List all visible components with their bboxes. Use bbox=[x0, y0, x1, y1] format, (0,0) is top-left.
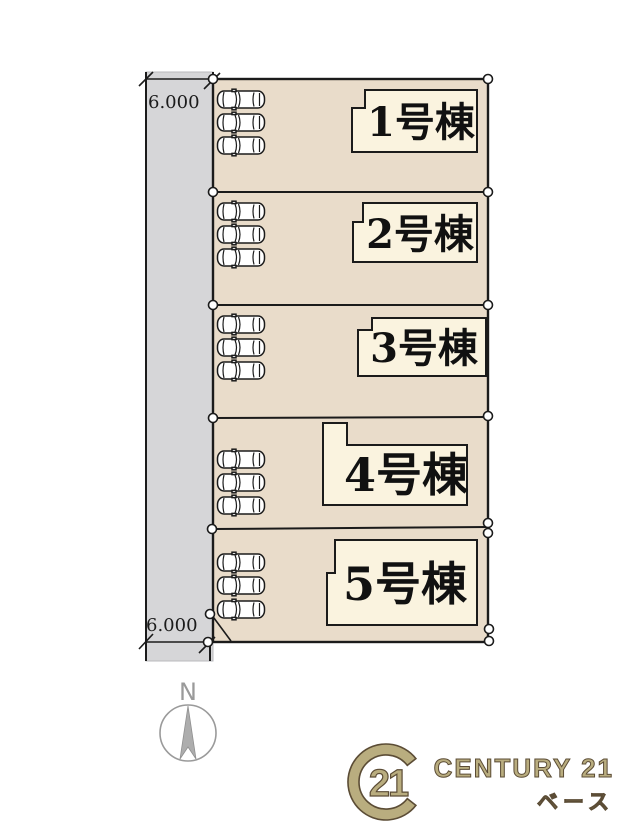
car-icon bbox=[216, 551, 266, 574]
dimension-tick bbox=[138, 633, 154, 650]
car-icon bbox=[216, 246, 266, 269]
lot-label-4: 4号棟 bbox=[344, 448, 469, 502]
car-icon bbox=[216, 134, 266, 157]
lot-divider-4-5 bbox=[212, 526, 489, 530]
road-width-bottom-label: 6.000 bbox=[146, 615, 198, 636]
lot-label-2: 2号棟 bbox=[366, 211, 475, 258]
boundary-jog-line bbox=[210, 613, 232, 642]
compass-north-label: N bbox=[179, 678, 197, 706]
car-icon bbox=[216, 448, 266, 471]
car-icon bbox=[216, 88, 266, 111]
car-icon bbox=[216, 200, 266, 223]
car-icon bbox=[216, 598, 266, 621]
car-icon bbox=[216, 494, 266, 517]
car-icon bbox=[216, 336, 266, 359]
car-icon bbox=[216, 574, 266, 597]
compass-ring-icon bbox=[159, 704, 217, 762]
building-outline-2 bbox=[352, 202, 478, 263]
building-outline-3 bbox=[357, 317, 487, 377]
compass-needle-icon bbox=[179, 705, 197, 760]
century21-seal-icon: 21 bbox=[347, 743, 418, 821]
car-icon bbox=[216, 111, 266, 134]
lot-label-1: 1号棟 bbox=[367, 99, 476, 146]
lot-divider-3-4 bbox=[212, 416, 489, 419]
seal-number: 21 bbox=[369, 763, 409, 805]
brand-office-name: ベース bbox=[537, 791, 614, 815]
building-outline-5 bbox=[326, 539, 478, 626]
lot-label-3: 3号棟 bbox=[370, 325, 479, 372]
lot-label-5: 5号棟 bbox=[343, 557, 468, 611]
building-outline-1 bbox=[351, 89, 478, 153]
road-width-top-label: 6.000 bbox=[148, 92, 200, 113]
car-icon bbox=[216, 223, 266, 246]
survey-points bbox=[202, 73, 495, 648]
car-icon bbox=[216, 471, 266, 494]
road-area bbox=[145, 71, 214, 662]
century21-logo: 21 CENTURY 21 ベース bbox=[344, 740, 616, 822]
dimension-tick bbox=[138, 71, 154, 87]
brand-name: CENTURY 21 bbox=[433, 753, 614, 784]
compass: N bbox=[159, 678, 217, 762]
car-icon bbox=[216, 359, 266, 382]
building-outline-4 bbox=[322, 422, 468, 506]
car-icon bbox=[216, 313, 266, 336]
